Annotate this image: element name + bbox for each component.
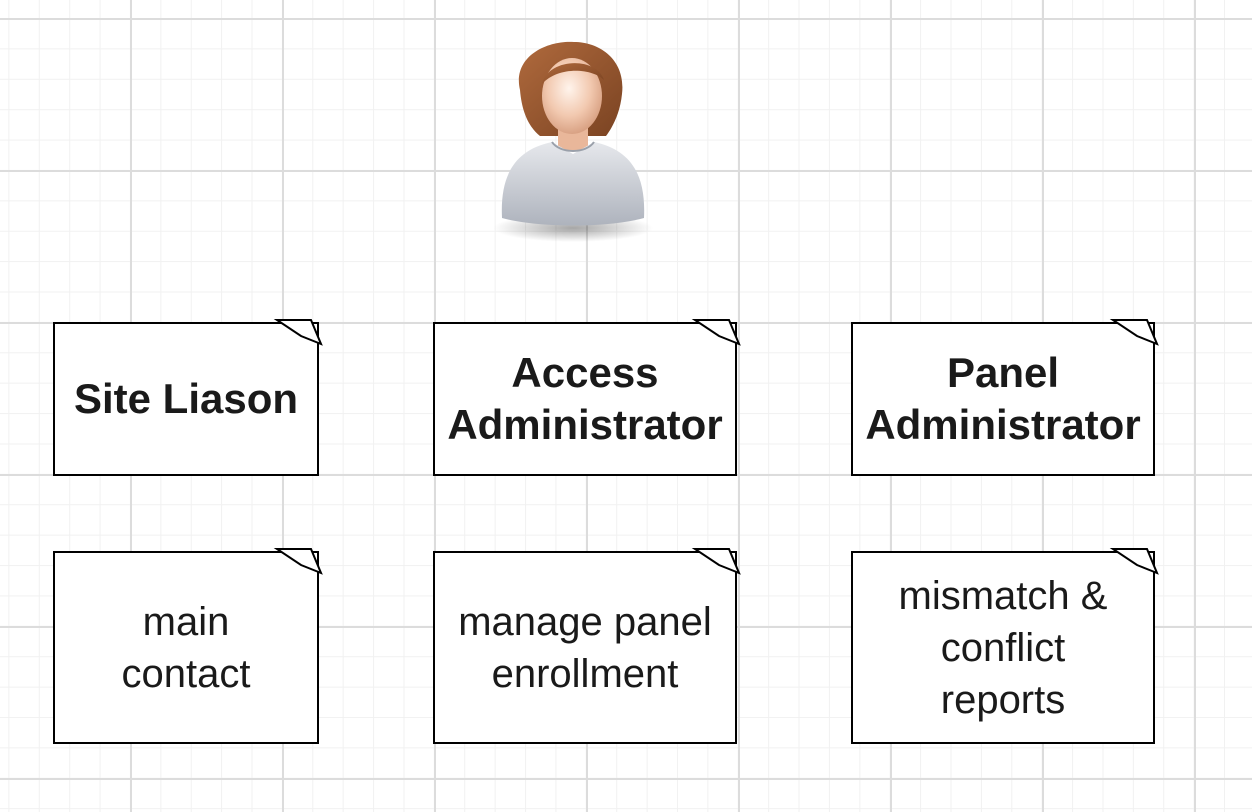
note-fold-icon xyxy=(691,319,741,346)
note-fold-icon xyxy=(691,548,741,575)
note-fold-icon xyxy=(273,548,323,575)
user-avatar-icon xyxy=(493,41,653,242)
note-site-liason: Site Liason xyxy=(53,319,323,476)
note-fold-icon xyxy=(273,319,323,346)
note-fold-icon xyxy=(1109,319,1159,346)
note-fold-icon xyxy=(1109,548,1159,575)
role-label: Site Liason xyxy=(73,375,299,422)
